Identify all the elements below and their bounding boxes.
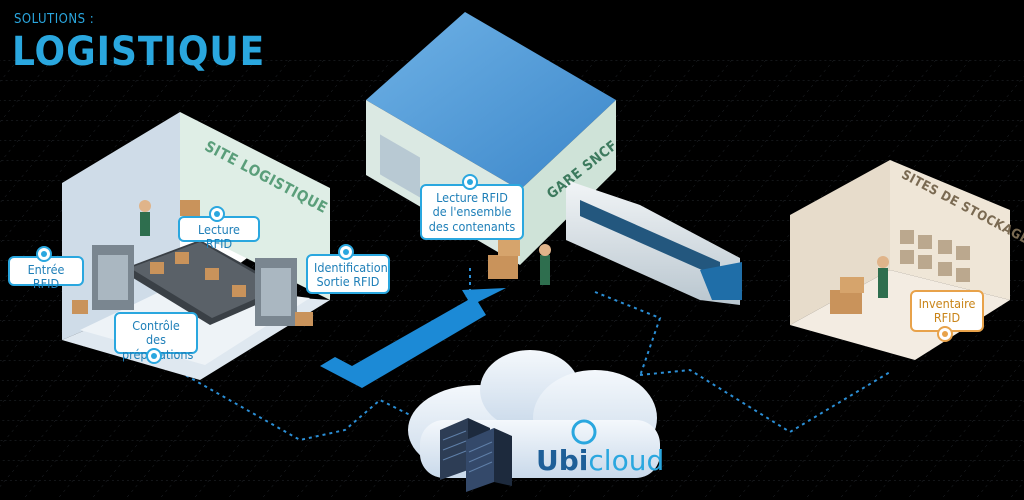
network-links [179,268,891,442]
gare-sncf-building [366,12,742,305]
logo-prefix: Ubi [536,444,589,477]
callout-gare-lecture: Lecture RFID de l'ensemble des contenant… [420,174,524,240]
callout-identification-sortie: Identification Sortie RFID [306,244,390,294]
callout-lecture-rfid: Lecture RFID [178,206,260,251]
callout-identification-text: Identification Sortie RFID [314,260,388,290]
ubicloud-cloud [408,350,660,492]
server-rack-icon [440,418,512,492]
rfid-icon [146,348,162,364]
rfid-icon [36,246,52,262]
page-title: LOGISTIQUE [12,29,266,75]
sites-stockage-building [790,160,1010,360]
logo-suffix: cloud [588,444,665,477]
callout-controle-preparations: Contrôle des préparations [114,312,198,364]
rfid-icon [338,244,354,260]
ubicloud-logo: Ubicloud [536,444,664,477]
flow-arrow [320,288,506,388]
callout-gare-text: Lecture RFID de l'ensemble des contenant… [428,190,516,234]
callout-entree-text: Entrée RFID [27,262,65,292]
callout-lecture-text: Lecture RFID [198,222,240,252]
callout-inventaire-rfid: Inventaire RFID [910,290,984,342]
ubicloud-logo-icon [571,419,597,445]
rfid-icon [462,174,478,190]
rfid-icon [937,326,953,342]
callout-inventaire-text: Inventaire RFID [918,296,976,326]
rfid-icon [209,206,225,222]
callout-entree-rfid: Entrée RFID [8,246,84,291]
section-label: SOLUTIONS : [14,12,95,27]
